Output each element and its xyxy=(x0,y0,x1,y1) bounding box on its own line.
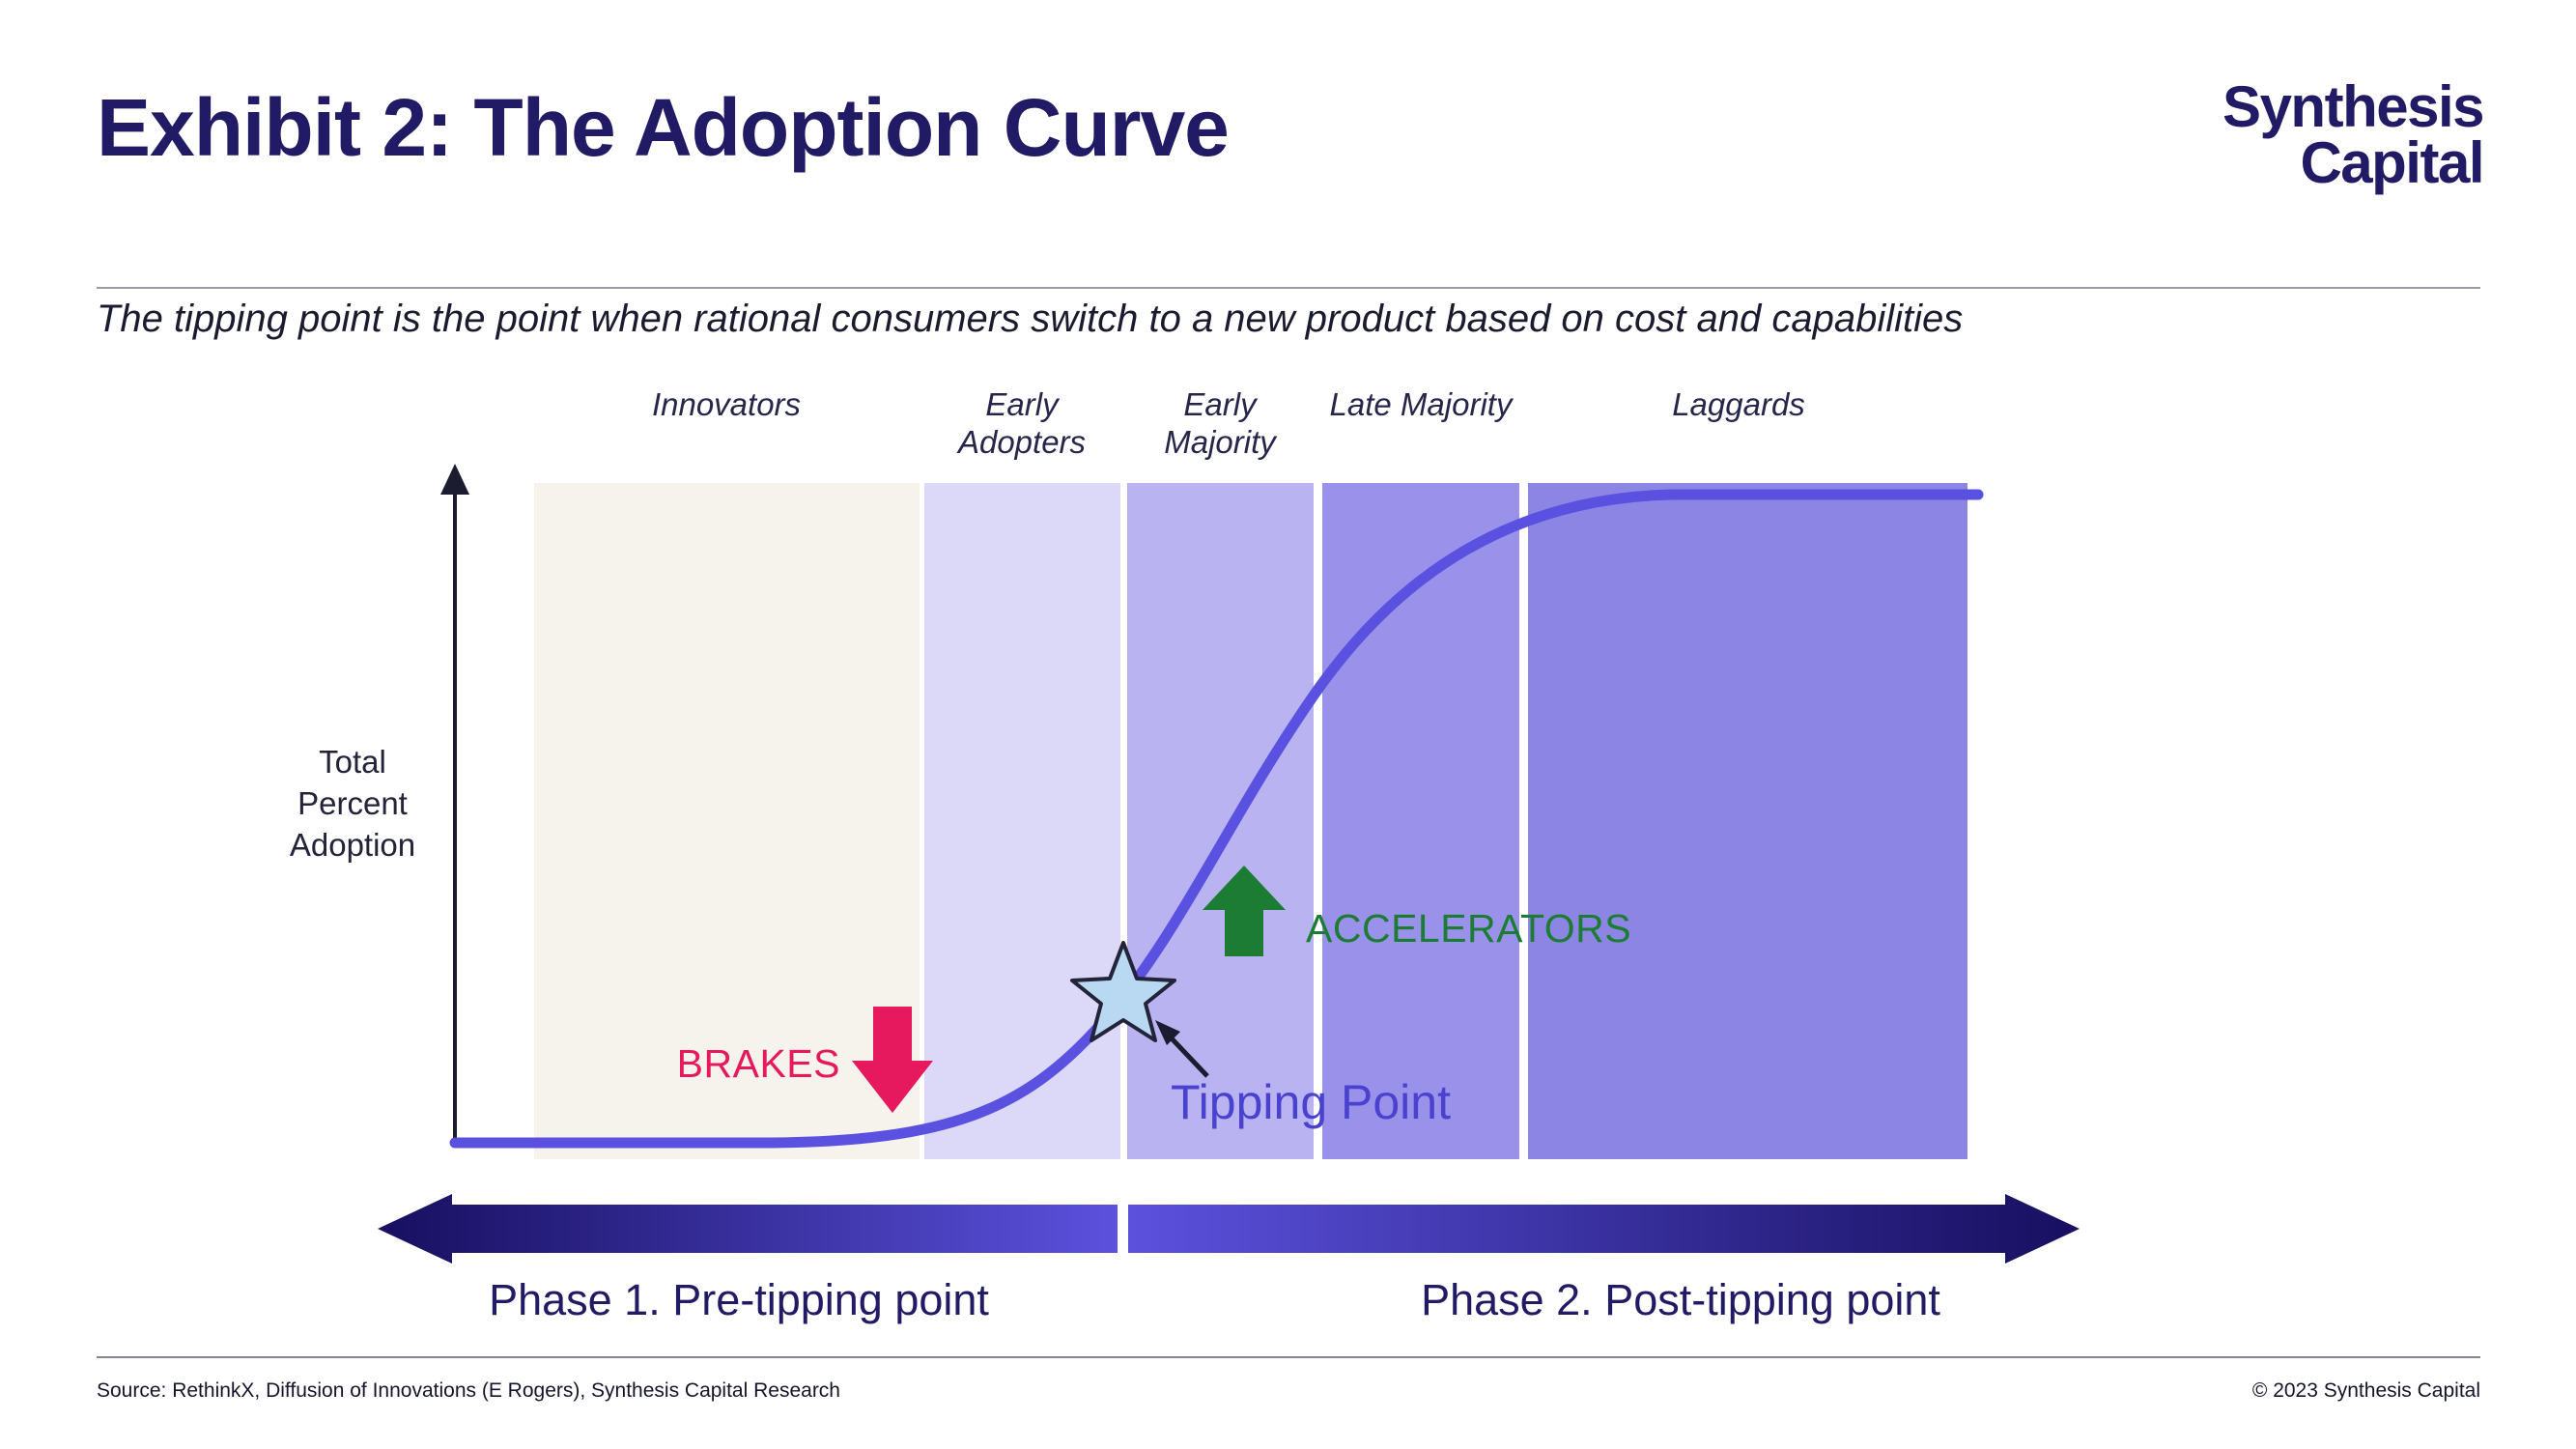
header-divider xyxy=(97,287,2480,289)
segment-label-laggards: Laggards xyxy=(1672,386,1805,422)
copyright-text: © 2023 Synthesis Capital xyxy=(2251,1379,2480,1402)
phase2-arrow xyxy=(1128,1194,2080,1264)
brakes-label: BRAKES xyxy=(676,1041,840,1086)
synthesis-capital-logo: Synthesis Capital xyxy=(2222,74,2484,195)
y-axis-label: Total Percent Adoption xyxy=(289,744,416,863)
segment-band-laggards xyxy=(1528,483,1967,1159)
tipping-point-pointer-arrow-icon xyxy=(1155,1020,1180,1045)
segment-band-early-majority xyxy=(1127,483,1314,1159)
subtitle: The tipping point is the point when rati… xyxy=(97,298,1964,340)
tipping-point-pointer-line xyxy=(1169,1036,1209,1078)
segment-band-innovators xyxy=(534,483,920,1159)
source-text: Source: RethinkX, Diffusion of Innovatio… xyxy=(97,1379,840,1402)
phase1-arrow xyxy=(378,1194,1118,1264)
segment-label-early-adopters: Early Adopters xyxy=(957,386,1087,460)
segment-label-innovators: Innovators xyxy=(651,386,802,422)
phase2-label: Phase 2. Post-tipping point xyxy=(1421,1275,1940,1324)
segment-band-late-majority xyxy=(1322,483,1519,1159)
page-title: Exhibit 2: The Adoption Curve xyxy=(97,82,1230,173)
accelerators-up-arrow-icon xyxy=(1203,866,1286,956)
adoption-curve xyxy=(449,489,1984,1149)
accelerators-label: ACCELERATORS xyxy=(1306,906,1632,951)
segment-band-early-adopters xyxy=(924,483,1120,1159)
phase1-label: Phase 1. Pre-tipping point xyxy=(489,1275,989,1324)
logo-line1: Synthesis xyxy=(2222,74,2484,139)
footer-divider xyxy=(97,1356,2480,1358)
logo-line2: Capital xyxy=(2300,129,2484,195)
tipping-point-label: Tipping Point xyxy=(1171,1075,1451,1129)
brakes-down-arrow-icon xyxy=(852,1007,933,1113)
y-axis-arrow-icon xyxy=(440,464,469,495)
segment-label-early-majority: Early Majority xyxy=(1164,386,1276,460)
segment-label-late-majority: Late Majority xyxy=(1329,386,1513,422)
tipping-point-star-icon xyxy=(1070,941,1176,1042)
